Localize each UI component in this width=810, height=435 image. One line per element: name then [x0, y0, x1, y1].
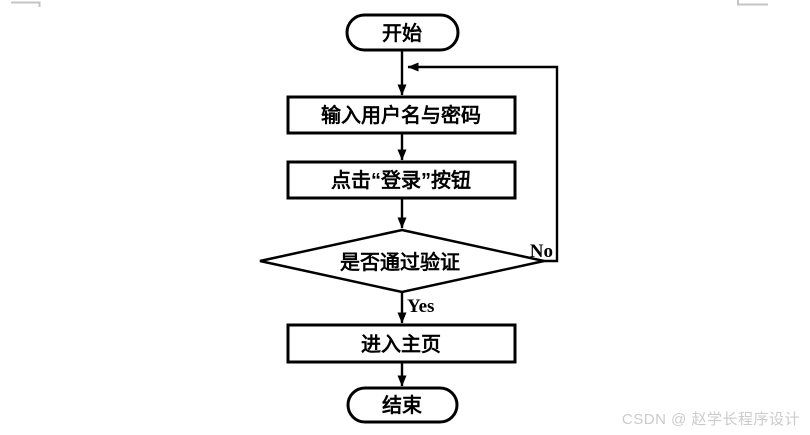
node-end-terminator: [346, 386, 459, 424]
edge-label-no: No: [530, 241, 553, 262]
node-click-login-label: 点击“登录”按钮: [331, 168, 471, 192]
node-start-terminator: [345, 13, 460, 52]
node-verify-label: 是否通过验证: [339, 250, 460, 274]
csdn-watermark: CSDN @ 赵学长程序设计: [621, 411, 800, 428]
node-home-process: [286, 323, 517, 364]
edge-no-loopback: [407, 62, 559, 263]
node-start-label: 开始: [382, 21, 422, 45]
node-verify-decision: [259, 228, 545, 294]
node-input-label: 输入用户名与密码: [321, 103, 481, 127]
page-corner-artifact-right: [737, 0, 768, 6]
node-home-label: 进入主页: [361, 332, 441, 356]
node-end-label: 结束: [382, 393, 423, 417]
node-click-login-process: [286, 160, 517, 200]
page-corner-artifact-left: [11, 1, 41, 7]
edge-label-yes: Yes: [407, 296, 434, 317]
node-input-process: [286, 95, 517, 135]
